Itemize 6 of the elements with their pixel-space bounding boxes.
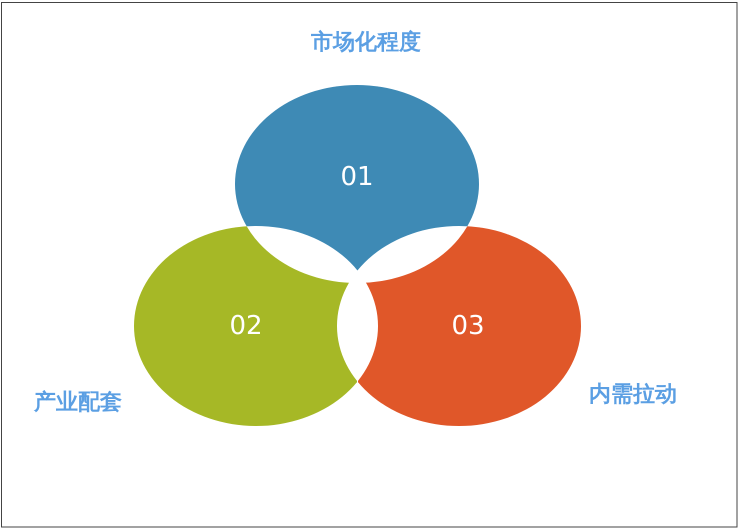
shape-caption: 市场化程度 [311,32,421,54]
node-number: 01 [340,164,374,190]
node-number: 03 [451,313,485,339]
shape-caption: 内需拉动 [589,384,677,406]
node-number: 02 [229,313,263,339]
shape-caption: 产业配套 [34,392,122,414]
